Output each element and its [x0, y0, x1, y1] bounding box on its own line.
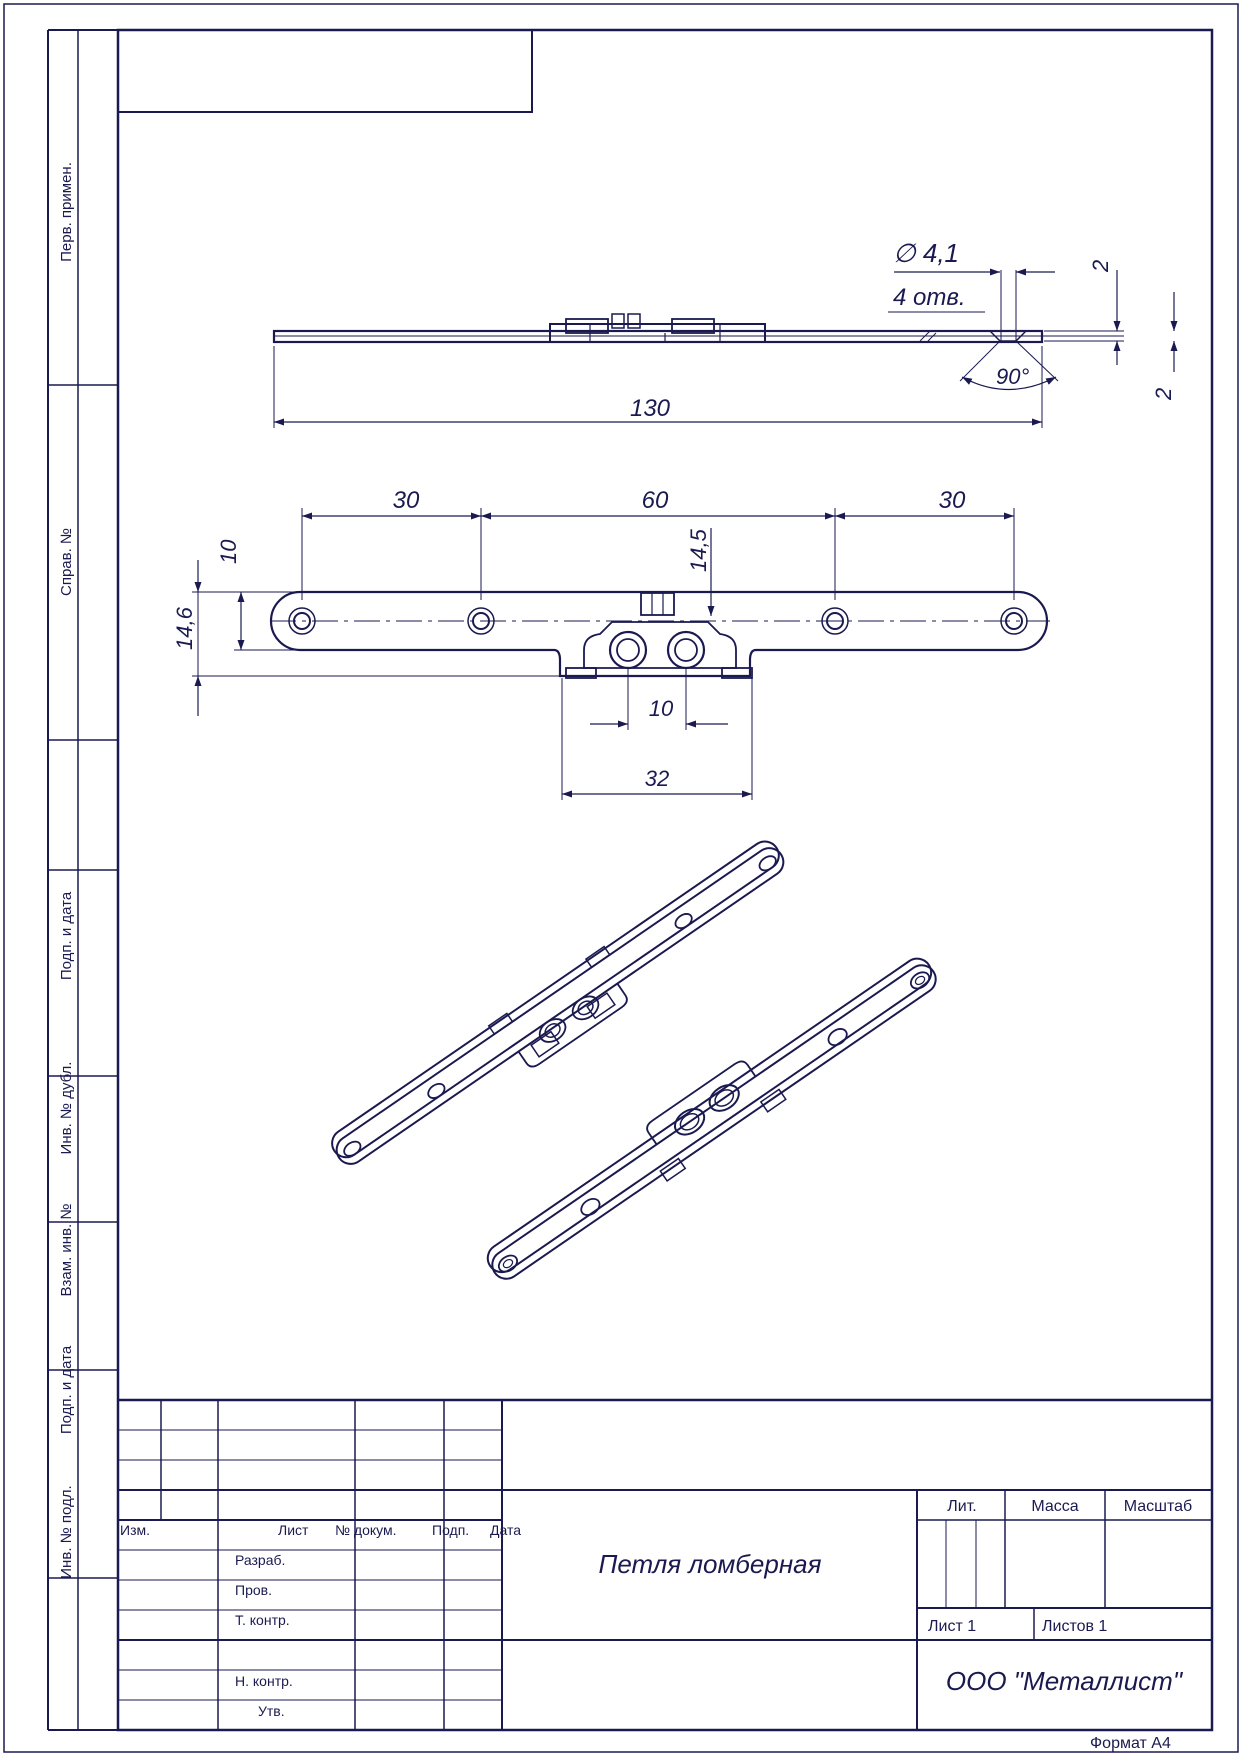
stamp-inv-dubl: Инв. № дубл. — [58, 1062, 75, 1155]
role-tkontr: Т. контр. — [235, 1612, 290, 1628]
stamp-podp-data-1: Подп. и дата — [58, 891, 75, 980]
dim-spacing-mid: 60 — [642, 487, 669, 514]
dim-width-14-6: 14,6 — [172, 606, 197, 650]
scale-label: Масштаб — [1124, 1498, 1192, 1515]
hdr-izm: Изм. — [120, 1522, 150, 1538]
stamp-sprav: Справ. № — [58, 528, 75, 596]
dim-hole-dia: ∅ 4,1 — [893, 238, 959, 268]
role-nkontr: Н. контр. — [235, 1673, 293, 1689]
stamp-vzam-inv: Взам. инв. № — [58, 1204, 75, 1297]
hdr-podp: Подп. — [432, 1522, 469, 1538]
title-block: Изм. Лист № докум. Подп. Дата Разраб. Пр… — [118, 1398, 1212, 1730]
dim-spacing-right: 30 — [939, 487, 966, 514]
sheet-frame — [3, 3, 1239, 1753]
role-prov: Пров. — [235, 1582, 272, 1598]
dim-spacing-left: 30 — [393, 487, 420, 514]
company-name: ООО "Металлист" — [946, 1666, 1184, 1696]
lit-label: Лит. — [947, 1498, 976, 1515]
mass-label: Масса — [1031, 1498, 1078, 1515]
sheet-format: Формат А4 — [1090, 1735, 1171, 1752]
role-utv: Утв. — [258, 1703, 285, 1719]
dim-center-10: 10 — [649, 696, 674, 721]
stamp-podp-data-2: Подп. и дата — [58, 1345, 75, 1434]
dim-tab-32: 32 — [645, 766, 669, 791]
stamp-perv-primen: Перв. примен. — [58, 162, 75, 262]
isometric-view — [331, 840, 937, 1280]
side-stamp: Перв. примен. Справ. № Подп. и дата Инв.… — [47, 29, 118, 1731]
drawing-title: Петля ломберная — [598, 1549, 821, 1579]
hdr-list: Лист — [278, 1522, 309, 1538]
dim-overall-length: 130 — [630, 395, 671, 422]
dim-width-10: 10 — [216, 539, 241, 564]
top-view — [269, 590, 1050, 679]
hdr-ndokum: № докум. — [335, 1522, 397, 1538]
role-razrab: Разраб. — [235, 1552, 285, 1568]
top-view-dims: 30 60 30 14,5 10 14,6 10 32 — [172, 487, 1015, 800]
side-view-dims: ∅ 4,1 4 отв. 2 2 90° 130 — [273, 238, 1178, 428]
dim-offset-14-5: 14,5 — [686, 528, 711, 572]
stamp-inv-podl: Инв. № подл. — [58, 1485, 75, 1578]
dim-angle: 90° — [996, 364, 1029, 389]
dim-hole-count: 4 отв. — [893, 284, 966, 311]
dim-thickness-b: 2 — [1151, 388, 1176, 401]
dim-thickness-a: 2 — [1088, 260, 1113, 273]
sheet-number: Лист 1 — [928, 1618, 976, 1635]
sheet-count: Листов 1 — [1042, 1618, 1107, 1635]
hdr-data: Дата — [490, 1522, 521, 1538]
